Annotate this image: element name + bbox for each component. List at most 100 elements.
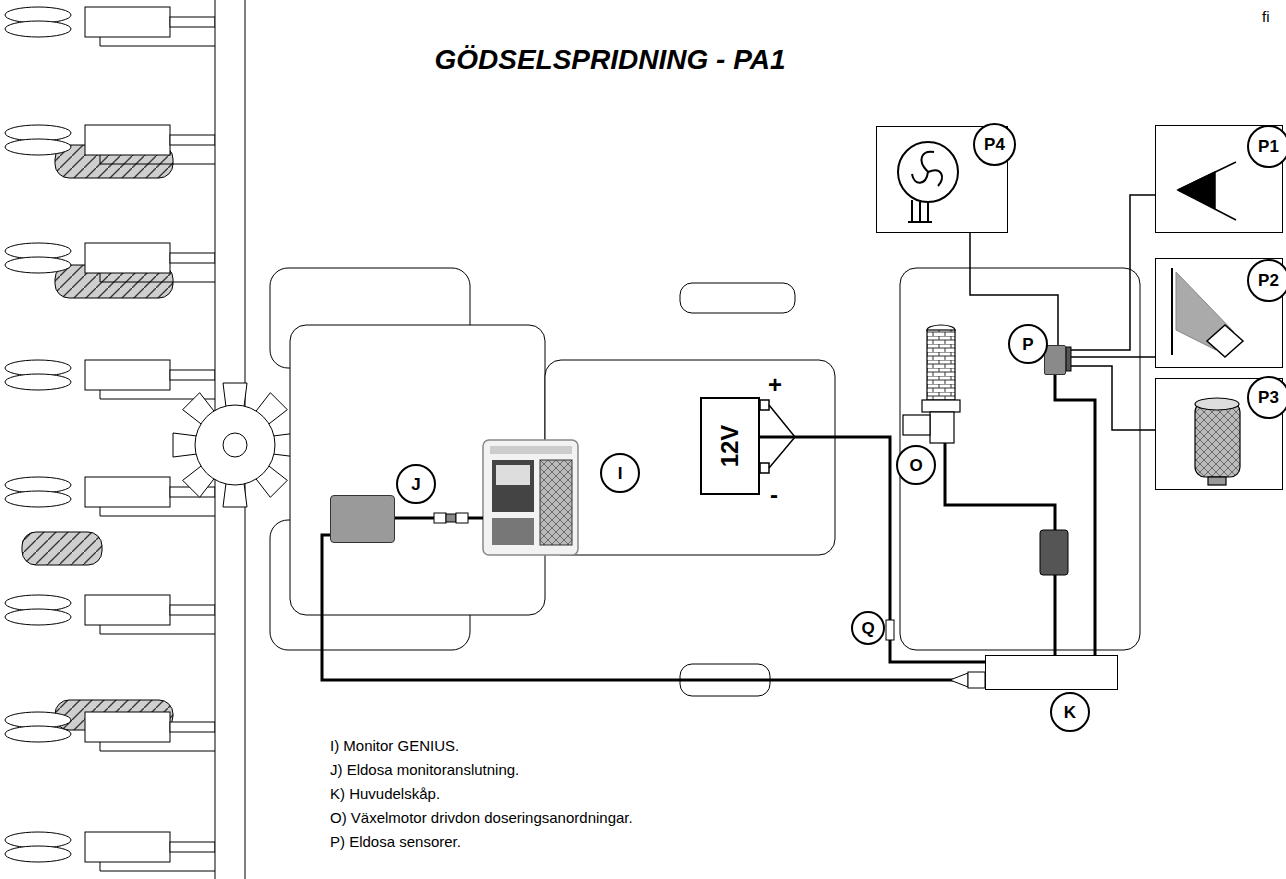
- cable-connector: [950, 673, 968, 687]
- seed-drill: [170, 842, 215, 852]
- gearmotor: O: [900, 325, 962, 443]
- horn-symbol: [1178, 162, 1236, 220]
- callout-letter: I: [600, 453, 640, 493]
- callout-letter: Q: [851, 611, 885, 645]
- tractor-outline: [545, 360, 835, 555]
- main-cabinet: K: [985, 655, 1118, 690]
- gearmotor-symbol: [903, 325, 960, 443]
- page-fragment: fi: [1262, 8, 1270, 26]
- sensor-symbol: [1208, 477, 1226, 485]
- tractor-outline: [270, 268, 1140, 696]
- seed-drill: [5, 726, 71, 742]
- sensor-box: P2: [1155, 258, 1283, 368]
- cable: [1066, 195, 1155, 350]
- monitor-symbol: [496, 465, 530, 485]
- seed-drill: [85, 7, 170, 37]
- callout-letter: P1: [1247, 125, 1286, 168]
- fan-symbol: [908, 200, 932, 222]
- sensor-junction: P: [1044, 345, 1066, 375]
- seed-drill: [223, 433, 247, 457]
- cable-connector: [1040, 530, 1068, 575]
- radar-sensor-symbol: [1171, 268, 1173, 355]
- seed-drill: [170, 605, 215, 615]
- cable-connector: [446, 514, 456, 522]
- key-entry: O) Växelmotor drivdon doseringsanordning…: [330, 809, 633, 827]
- seed-drill: [100, 273, 215, 282]
- seed-drill: [5, 139, 71, 155]
- monitor-symbol: [483, 440, 578, 555]
- cable: [1066, 366, 1155, 430]
- fan-symbol: [898, 142, 958, 222]
- seed-drill: [85, 712, 170, 742]
- sensor-box: P3: [1155, 378, 1283, 490]
- seed-drill: [170, 253, 215, 263]
- voltage-label: 12V: [718, 425, 742, 468]
- seed-drill: [195, 405, 275, 485]
- seed-drill: [5, 609, 71, 625]
- key-entry: P) Eldosa sensorer.: [330, 833, 461, 851]
- seed-drill: [100, 155, 215, 164]
- seed-drill: [173, 433, 197, 457]
- gearmotor-symbol: [903, 415, 930, 435]
- seed-drill: [85, 832, 170, 862]
- battery-terminals: [760, 400, 769, 410]
- seed-drill: [170, 722, 215, 732]
- callout-letter: P: [1008, 324, 1048, 364]
- junction-box: J: [330, 495, 395, 543]
- seed-drill: [100, 625, 215, 634]
- callout-letter: K: [1050, 692, 1090, 732]
- radar-sensor-symbol: [1172, 268, 1243, 357]
- sensor-box: P4: [876, 126, 1008, 233]
- gearmotor-symbol: [927, 330, 955, 400]
- seed-drill: [100, 37, 215, 46]
- seed-drill: [22, 532, 102, 565]
- seed-drill: [85, 360, 170, 390]
- tractor-outline: [900, 268, 1140, 650]
- fan-symbol: [912, 152, 942, 186]
- callout-letter: P2: [1247, 259, 1286, 302]
- seed-drill: [100, 862, 215, 871]
- sensor-symbol: [1195, 398, 1239, 410]
- callout-letter: O: [896, 445, 936, 485]
- seed-drill: [223, 383, 247, 407]
- sensor-symbol: [1195, 398, 1240, 485]
- seed-drill: [100, 507, 215, 516]
- horn-symbol: [1178, 172, 1215, 208]
- seed-drill: [223, 483, 247, 507]
- cable-connector: [968, 672, 985, 688]
- monitor-symbol: [540, 460, 572, 545]
- fan-symbol: [898, 142, 958, 202]
- cable-connector: [886, 620, 894, 640]
- seed-drill: [85, 125, 170, 155]
- monitor-symbol: [490, 446, 572, 454]
- seed-drill: [170, 370, 215, 380]
- diagram-title: GÖDSELSPRIDNING - PA1: [300, 44, 920, 76]
- seed-drill: [5, 257, 71, 273]
- seed-drill: [5, 21, 71, 37]
- seed-drill: [170, 135, 215, 145]
- callout-letter: P3: [1247, 376, 1286, 419]
- tractor-outline: [290, 325, 545, 615]
- monitor-symbol: [492, 518, 534, 545]
- cable: [760, 437, 985, 662]
- battery-terminals: [760, 463, 769, 473]
- key-entry: J) Eldosa monitoranslutning.: [330, 761, 519, 779]
- polarity-sign: +: [768, 373, 782, 397]
- cable: [945, 443, 1055, 655]
- monitor: I: [483, 440, 578, 555]
- cable-connector: [434, 513, 446, 523]
- seed-drill: [85, 477, 170, 507]
- cable-connector: [456, 513, 468, 523]
- key-entry: I) Monitor GENIUS.: [330, 737, 459, 755]
- cable-connector: [1066, 347, 1071, 371]
- battery: 12V+-: [700, 397, 760, 495]
- cable-connector: [434, 347, 1099, 688]
- callout-letter: P4: [973, 123, 1016, 166]
- sensor-symbol: [1195, 402, 1240, 477]
- seed-drill: [5, 846, 71, 862]
- monitor-symbol: [483, 440, 578, 555]
- tractor-outline: [680, 283, 795, 313]
- gearmotor-symbol: [930, 412, 954, 443]
